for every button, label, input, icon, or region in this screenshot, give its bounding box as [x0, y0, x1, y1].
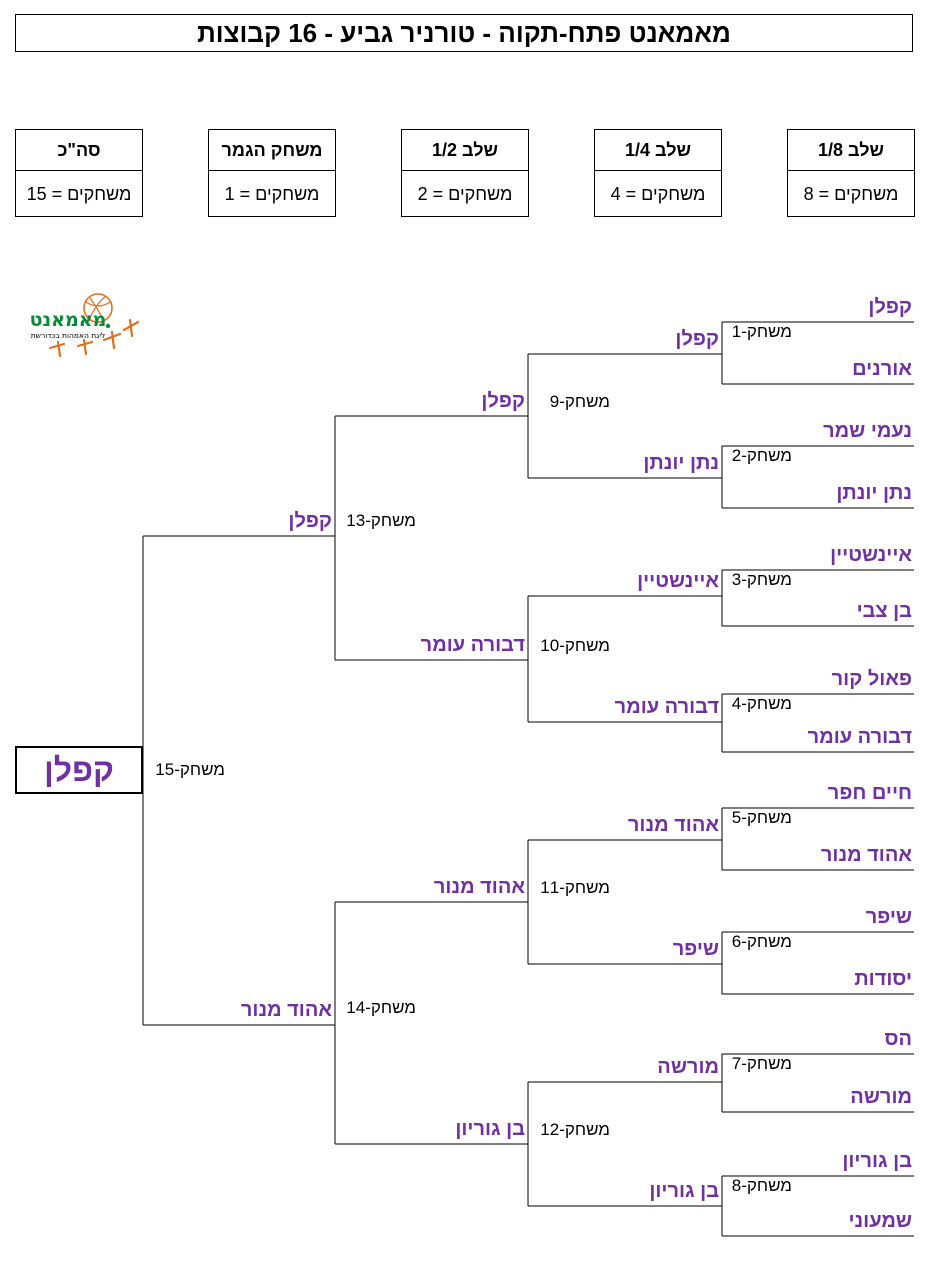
match-label: משחק-15 — [155, 760, 225, 779]
winner-name: בן גוריון — [455, 1118, 525, 1140]
team-name: בן צבי — [856, 600, 912, 622]
winner-name: קפלן — [675, 328, 719, 350]
team-name: פאול קור — [831, 668, 912, 690]
team-name: חיים חפר — [827, 782, 912, 804]
winner-name: אהוד מנור — [240, 999, 332, 1021]
match-label: משחק-3 — [731, 570, 792, 589]
winner-name: נתן יונתן — [643, 452, 719, 474]
stage-count: משחקים = 4 — [610, 183, 706, 204]
stage-box-semifinal: שלב 1/2 משחקים = 2 — [401, 129, 529, 217]
logo-figures — [48, 318, 140, 358]
stage-box-quarterfinal: שלב 1/4 משחקים = 4 — [594, 129, 722, 217]
match-label: משחק-10 — [540, 636, 610, 655]
match-label: משחק-2 — [731, 446, 792, 465]
stage-header: שלב 1/8 — [788, 130, 914, 171]
stage-count: משחקים = 15 — [26, 183, 132, 204]
stage-count: משחקים = 8 — [803, 183, 899, 204]
match-label: משחק-5 — [731, 808, 792, 827]
stage-box-round16: שלב 1/8 משחקים = 8 — [787, 129, 915, 217]
match-label: משחק-13 — [346, 511, 416, 530]
team-name: דבורה עומר — [807, 726, 912, 748]
team-name: נעמי שמר — [823, 420, 912, 442]
team-name: איינשטיין — [830, 544, 912, 566]
mamanet-logo: מאמאנט ליגת האמהות בכדורשת — [30, 293, 140, 358]
stage-count: משחקים = 1 — [224, 183, 320, 204]
winner-name: אהוד מנור — [627, 814, 719, 836]
winner-name: קפלן — [481, 390, 525, 412]
logo-subtext: ליגת האמהות בכדורשת — [31, 331, 106, 340]
match-label: משחק-11 — [540, 878, 610, 897]
champion-name: קפלן — [44, 751, 114, 788]
stage-header: שלב 1/4 — [595, 130, 721, 171]
winner-name: אהוד מנור — [433, 876, 525, 898]
stage-box-total: סה"כ משחקים = 15 — [15, 129, 143, 217]
winner-name: קפלן — [288, 510, 332, 532]
stage-count: משחקים = 2 — [417, 183, 513, 204]
winner-name: איינשטיין — [637, 570, 719, 592]
team-name: קפלן — [868, 296, 912, 318]
team-name: אורנים — [852, 358, 912, 380]
logo-text: מאמאנט — [30, 309, 107, 331]
volleyball-icon — [83, 293, 113, 323]
stage-header: שלב 1/2 — [402, 130, 528, 171]
winner-name: שיפר — [672, 938, 719, 960]
champion-box: קפלן — [15, 746, 143, 794]
team-name: יסודות — [854, 968, 912, 990]
match-label: משחק-8 — [731, 1176, 792, 1195]
team-name: שיפר — [865, 906, 912, 928]
team-name: שמעוני — [848, 1210, 913, 1232]
winner-name: בן גוריון — [649, 1180, 719, 1202]
stage-header: סה"כ — [16, 130, 142, 171]
team-name: מורשה — [850, 1086, 912, 1108]
match-label: משחק-12 — [540, 1120, 610, 1139]
match-label: משחק-4 — [731, 694, 792, 713]
team-name: אהוד מנור — [820, 844, 912, 866]
logo-dot — [105, 323, 111, 329]
team-name: הס — [884, 1028, 912, 1050]
winner-name: דבורה עומר — [420, 634, 525, 656]
match-label: משחק-7 — [731, 1054, 792, 1073]
match-label: משחק-6 — [731, 932, 792, 951]
stage-box-final: משחק הגמר משחקים = 1 — [208, 129, 336, 217]
page-title: מאמאנט פתח-תקוה - טורניר גביע - 16 קבוצו… — [15, 14, 913, 52]
match-label: משחק-14 — [346, 998, 416, 1017]
team-name: נתן יונתן — [836, 482, 912, 504]
team-name: בן גוריון — [842, 1150, 912, 1172]
winner-name: מורשה — [657, 1056, 719, 1078]
stage-header: משחק הגמר — [209, 130, 335, 171]
winner-name: דבורה עומר — [614, 696, 719, 718]
match-label: משחק-1 — [731, 322, 792, 341]
match-label: משחק-9 — [549, 392, 610, 411]
